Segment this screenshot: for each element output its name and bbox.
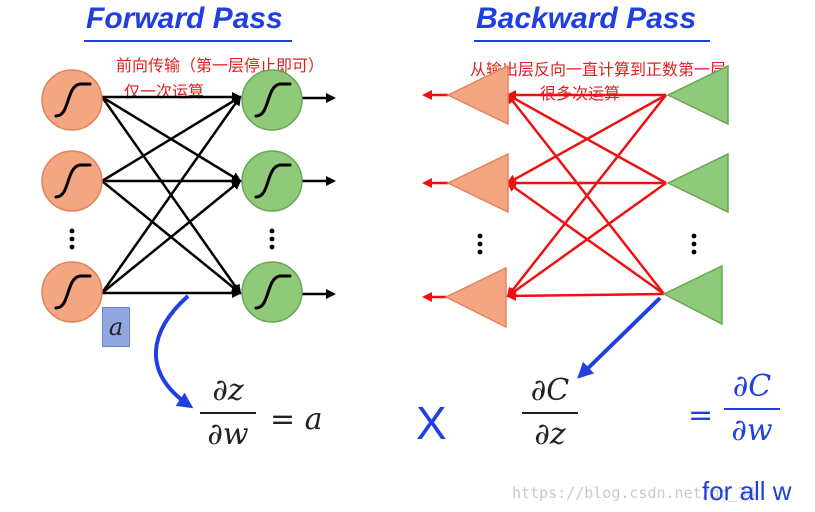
- forward-input-neurons: [41, 69, 103, 323]
- backward-edges: [422, 90, 667, 302]
- backward-title-underline: [474, 40, 710, 42]
- backward-note-line1: 从输出层反向一直计算到正数第一层: [470, 60, 727, 79]
- forward-eq-numerator: ∂z: [212, 373, 244, 408]
- result-equals: =: [688, 398, 714, 433]
- backward-blue-arrow: [577, 296, 662, 379]
- result-eq-numerator: ∂C: [732, 369, 772, 404]
- result-eq-denominator: ∂w: [731, 413, 773, 448]
- backward-orange-triangles: [444, 64, 509, 329]
- forward-eq-rhs: = a: [270, 402, 323, 437]
- output-neuron-2: [241, 150, 303, 212]
- fraction-bar: [200, 412, 256, 414]
- forward-edges: [100, 92, 336, 299]
- input-neuron-2: [41, 150, 103, 212]
- forward-derivative-fraction: ∂z ∂w: [200, 372, 256, 454]
- input-neuron-3: [41, 261, 103, 323]
- output-neuron-1: [241, 69, 303, 131]
- backward-eq-numerator: ∂C: [530, 373, 570, 408]
- backward-pass-title: Backward Pass: [476, 2, 697, 35]
- backward-eq-denominator: ∂z: [534, 417, 566, 452]
- backward-derivative-fraction: ∂C ∂z: [522, 372, 578, 454]
- backward-note-line2: 很多次运算: [540, 84, 621, 103]
- result-derivative-fraction: ∂C ∂w: [724, 368, 780, 450]
- input-neuron-1: [41, 69, 103, 131]
- fraction-bar: [522, 412, 578, 414]
- watermark-url: https://blog.csdn.net/qq_34: [512, 484, 756, 502]
- ellipsis-dots: [69, 228, 697, 255]
- output-neuron-3: [241, 261, 303, 323]
- forward-eq-denominator: ∂w: [207, 417, 249, 452]
- forward-output-neurons: [241, 69, 303, 323]
- fraction-bar: [724, 408, 780, 410]
- forward-title-underline: [84, 40, 292, 42]
- activation-a-label: a: [102, 307, 130, 347]
- for-all-w-label: for all w: [702, 476, 792, 506]
- multiply-symbol: X: [416, 397, 447, 449]
- forward-pass-title: Forward Pass: [86, 2, 283, 35]
- backward-green-triangles: [662, 64, 729, 326]
- forward-blue-arrow: [153, 294, 194, 409]
